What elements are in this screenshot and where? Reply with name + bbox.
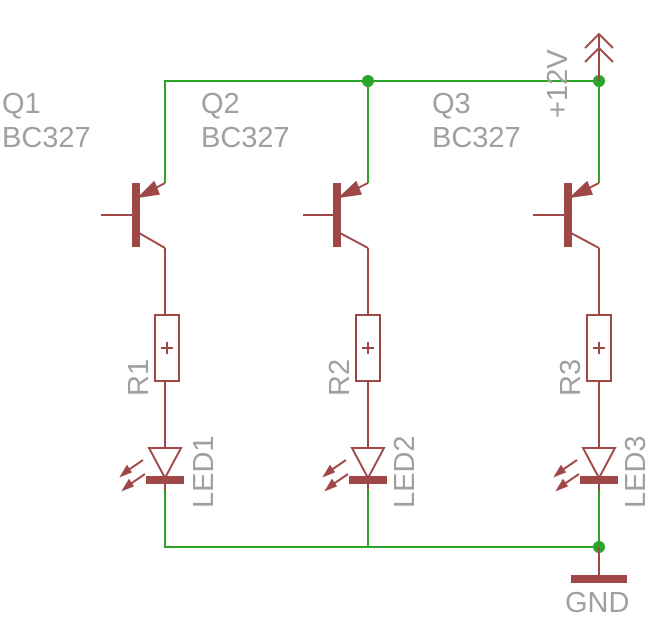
- led1-ref-label: LED1: [188, 435, 220, 508]
- junction-dot-supply-q2: [362, 75, 374, 87]
- q3-value-label: BC327: [432, 122, 521, 154]
- q1-ref-label: Q1: [2, 88, 41, 120]
- transistor-q2: [303, 180, 369, 315]
- q1-collector-lead: [138, 232, 166, 249]
- led1: [119, 447, 184, 492]
- led3-body: [581, 447, 617, 481]
- led1-light-arrow-upper: [119, 464, 133, 478]
- supply-label: +12V: [542, 49, 574, 118]
- led3-light-arrow-upper: [553, 464, 567, 478]
- r1-body: [154, 314, 180, 382]
- resistor-r1: [154, 314, 180, 448]
- r3-ref-label: R3: [555, 359, 587, 396]
- supply-symbol: [584, 32, 614, 81]
- led2: [322, 447, 387, 492]
- transistor-q3: [533, 180, 600, 315]
- q2-emitter-arrow: [337, 180, 363, 199]
- q2-collector-lead: [339, 232, 369, 249]
- led3-ref-label: LED3: [620, 435, 649, 508]
- r1-ref-label: R1: [123, 359, 155, 396]
- q2-value-label: BC327: [201, 122, 290, 154]
- led1-light-arrow-lower: [121, 478, 135, 492]
- q1-emitter-arrow: [136, 180, 161, 199]
- led3-light-arrow-lower: [555, 478, 569, 492]
- q1-value-label: BC327: [2, 122, 91, 154]
- led2-body: [350, 447, 386, 481]
- r2-ref-label: R2: [324, 359, 356, 396]
- ground-rail-wire: [164, 490, 599, 548]
- led2-light-arrow-lower: [324, 478, 338, 492]
- led2-ref-label: LED2: [389, 435, 421, 508]
- transistor-q1: [101, 180, 166, 315]
- q3-ref-label: Q3: [432, 88, 471, 120]
- led3: [553, 447, 618, 492]
- resistor-r2: [355, 314, 381, 448]
- ground-label: GND: [565, 587, 629, 619]
- supply-rail-wire: [164, 80, 599, 183]
- led1-body: [147, 447, 183, 481]
- q3-emitter-arrow: [568, 180, 594, 199]
- led2-light-arrow-upper: [322, 464, 336, 478]
- q2-ref-label: Q2: [201, 88, 240, 120]
- q3-collector-lead: [570, 232, 600, 249]
- resistor-r3: [586, 314, 612, 448]
